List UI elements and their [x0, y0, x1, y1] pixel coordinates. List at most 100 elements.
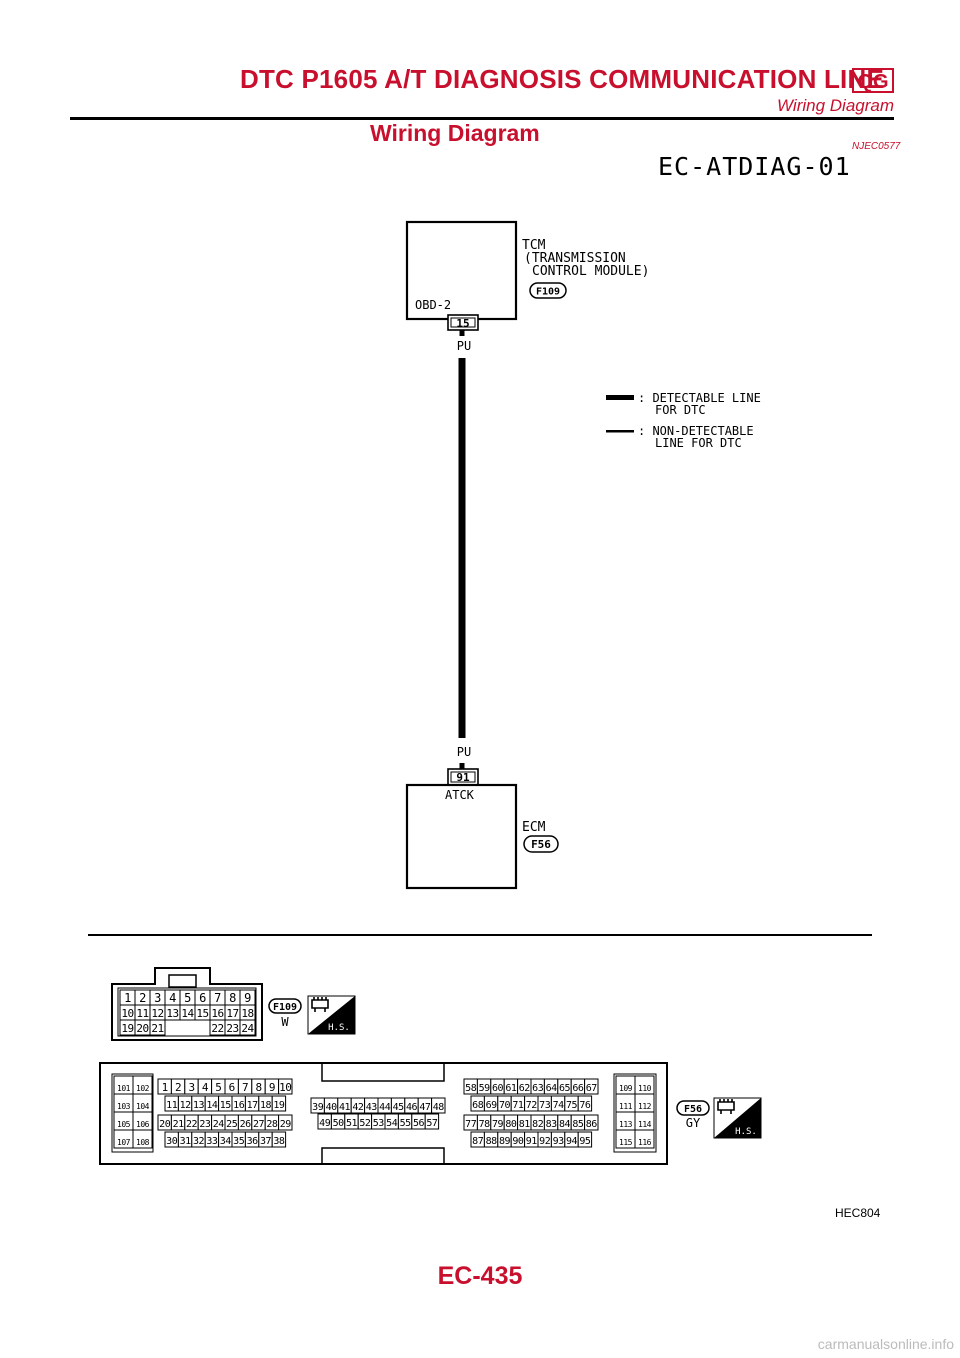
pin-number: 4 — [202, 1081, 209, 1094]
pin-cell — [149, 1019, 166, 1036]
pin-cell — [634, 1129, 655, 1149]
pin-number: 71 — [512, 1100, 524, 1111]
pin-number: 43 — [366, 1102, 378, 1113]
pin-number: 61 — [505, 1083, 517, 1094]
pin-number: 37 — [260, 1136, 272, 1147]
pin-number: 7 — [242, 1081, 248, 1094]
pin-number: 59 — [479, 1083, 491, 1094]
pin-number: 19 — [121, 1022, 133, 1035]
detectable-wire — [458, 358, 466, 738]
pin-number: 103 — [117, 1102, 131, 1111]
figure-code: HEC804 — [835, 1206, 881, 1220]
pin-number: 114 — [638, 1120, 652, 1129]
pin-cell — [271, 1095, 287, 1112]
section-title: Wiring Diagram — [370, 120, 540, 146]
pin-number: 68 — [472, 1100, 484, 1111]
pin-number: 40 — [326, 1102, 338, 1113]
f109-badge — [268, 998, 302, 1014]
pin-number: 58 — [465, 1083, 477, 1094]
pin-number: 78 — [479, 1119, 491, 1130]
pin-number: 92 — [539, 1136, 551, 1147]
f56-hs-icon: H.S. — [713, 1097, 762, 1139]
pin-number: 91 — [526, 1136, 538, 1147]
pin-number: 109 — [619, 1084, 633, 1093]
pin-number: 26 — [240, 1119, 252, 1130]
pin-cell — [584, 1078, 599, 1095]
pin-number: 55 — [400, 1118, 412, 1129]
pin-number: 63 — [532, 1083, 544, 1094]
f109-hs-icon: H.S. — [307, 995, 356, 1035]
pin-number: 66 — [572, 1083, 584, 1094]
f56-color: GY — [686, 1116, 701, 1130]
pin-number: 113 — [619, 1120, 633, 1129]
f56-label: F56 GY — [676, 1100, 710, 1130]
pin-number: 19 — [273, 1100, 285, 1111]
f56-badge — [676, 1100, 710, 1116]
pin-number: 69 — [486, 1100, 498, 1111]
pin-number: 25 — [226, 1119, 238, 1130]
pin-number: 14 — [206, 1100, 218, 1111]
pin-number: 22 — [186, 1119, 198, 1130]
pin-number: 39 — [312, 1102, 324, 1113]
pin-number: 16 — [233, 1100, 245, 1111]
pin-number: 13 — [193, 1100, 205, 1111]
pin-number: 64 — [546, 1083, 558, 1094]
pin-number: 79 — [492, 1119, 504, 1130]
pin-cell — [132, 1129, 153, 1149]
ecm-terminal: PU 91 — [447, 745, 479, 786]
f56-id: F56 — [684, 1104, 702, 1115]
pin-number: 21 — [151, 1022, 163, 1035]
page-number: EC-435 — [437, 1262, 523, 1290]
pin-number: 74 — [553, 1100, 565, 1111]
pin-number: 22 — [211, 1022, 223, 1035]
pin-number: 90 — [512, 1136, 524, 1147]
pin-number: 24 — [241, 1022, 254, 1035]
pin-number: 32 — [193, 1136, 205, 1147]
pin-number: 15 — [196, 1007, 208, 1020]
pin-number: 16 — [211, 1007, 223, 1020]
pin-number: 23 — [199, 1119, 211, 1130]
pin-number: 107 — [117, 1138, 131, 1147]
pin-number: 6 — [199, 991, 206, 1005]
pin-number: 93 — [553, 1136, 565, 1147]
pin-number: 72 — [526, 1100, 538, 1111]
pin-number: 36 — [247, 1136, 259, 1147]
pin-number: 1 — [124, 991, 131, 1005]
pin-cell — [431, 1097, 446, 1114]
f56-hs-text: H.S. — [735, 1127, 757, 1137]
pin-number: 89 — [499, 1136, 511, 1147]
pin-number: 31 — [180, 1136, 192, 1147]
pin-number: 73 — [539, 1100, 551, 1111]
pin-number: 81 — [519, 1119, 531, 1130]
ecm-terminal-name: ATCK — [445, 788, 475, 802]
pin-number: 10 — [279, 1081, 291, 1094]
pin-number: 67 — [586, 1083, 598, 1094]
pin-number: 88 — [486, 1136, 498, 1147]
legend-nondetectable-1: : NON-DETECTABLE — [638, 424, 754, 438]
pin-cell — [239, 1019, 256, 1036]
header-rule — [70, 117, 894, 120]
pin-number: 108 — [136, 1138, 150, 1147]
f109-hs-text: H.S. — [328, 1023, 350, 1033]
ecm-connector-id: F56 — [531, 838, 551, 851]
tcm-connector-id: F109 — [536, 287, 560, 298]
pin-number: 1 — [162, 1081, 168, 1094]
pin-number: 110 — [638, 1084, 652, 1093]
ecm-terminal-num: 91 — [456, 771, 470, 784]
pin-cell — [278, 1114, 293, 1131]
pin-number: 30 — [166, 1136, 178, 1147]
pin-number: 70 — [499, 1100, 511, 1111]
pin-number: 54 — [386, 1118, 398, 1129]
tcm-terminal: 15 PU — [447, 314, 479, 353]
pin-number: 49 — [319, 1118, 331, 1129]
pin-number: 42 — [352, 1102, 364, 1113]
pin-number: 5 — [184, 991, 191, 1005]
pin-cell — [584, 1114, 599, 1131]
pin-number: 101 — [117, 1084, 131, 1093]
tcm-connector-badge — [529, 282, 567, 299]
pin-number: 15 — [220, 1100, 232, 1111]
pin-number: 3 — [154, 991, 161, 1005]
tcm-label-2: (TRANSMISSION — [524, 251, 626, 266]
